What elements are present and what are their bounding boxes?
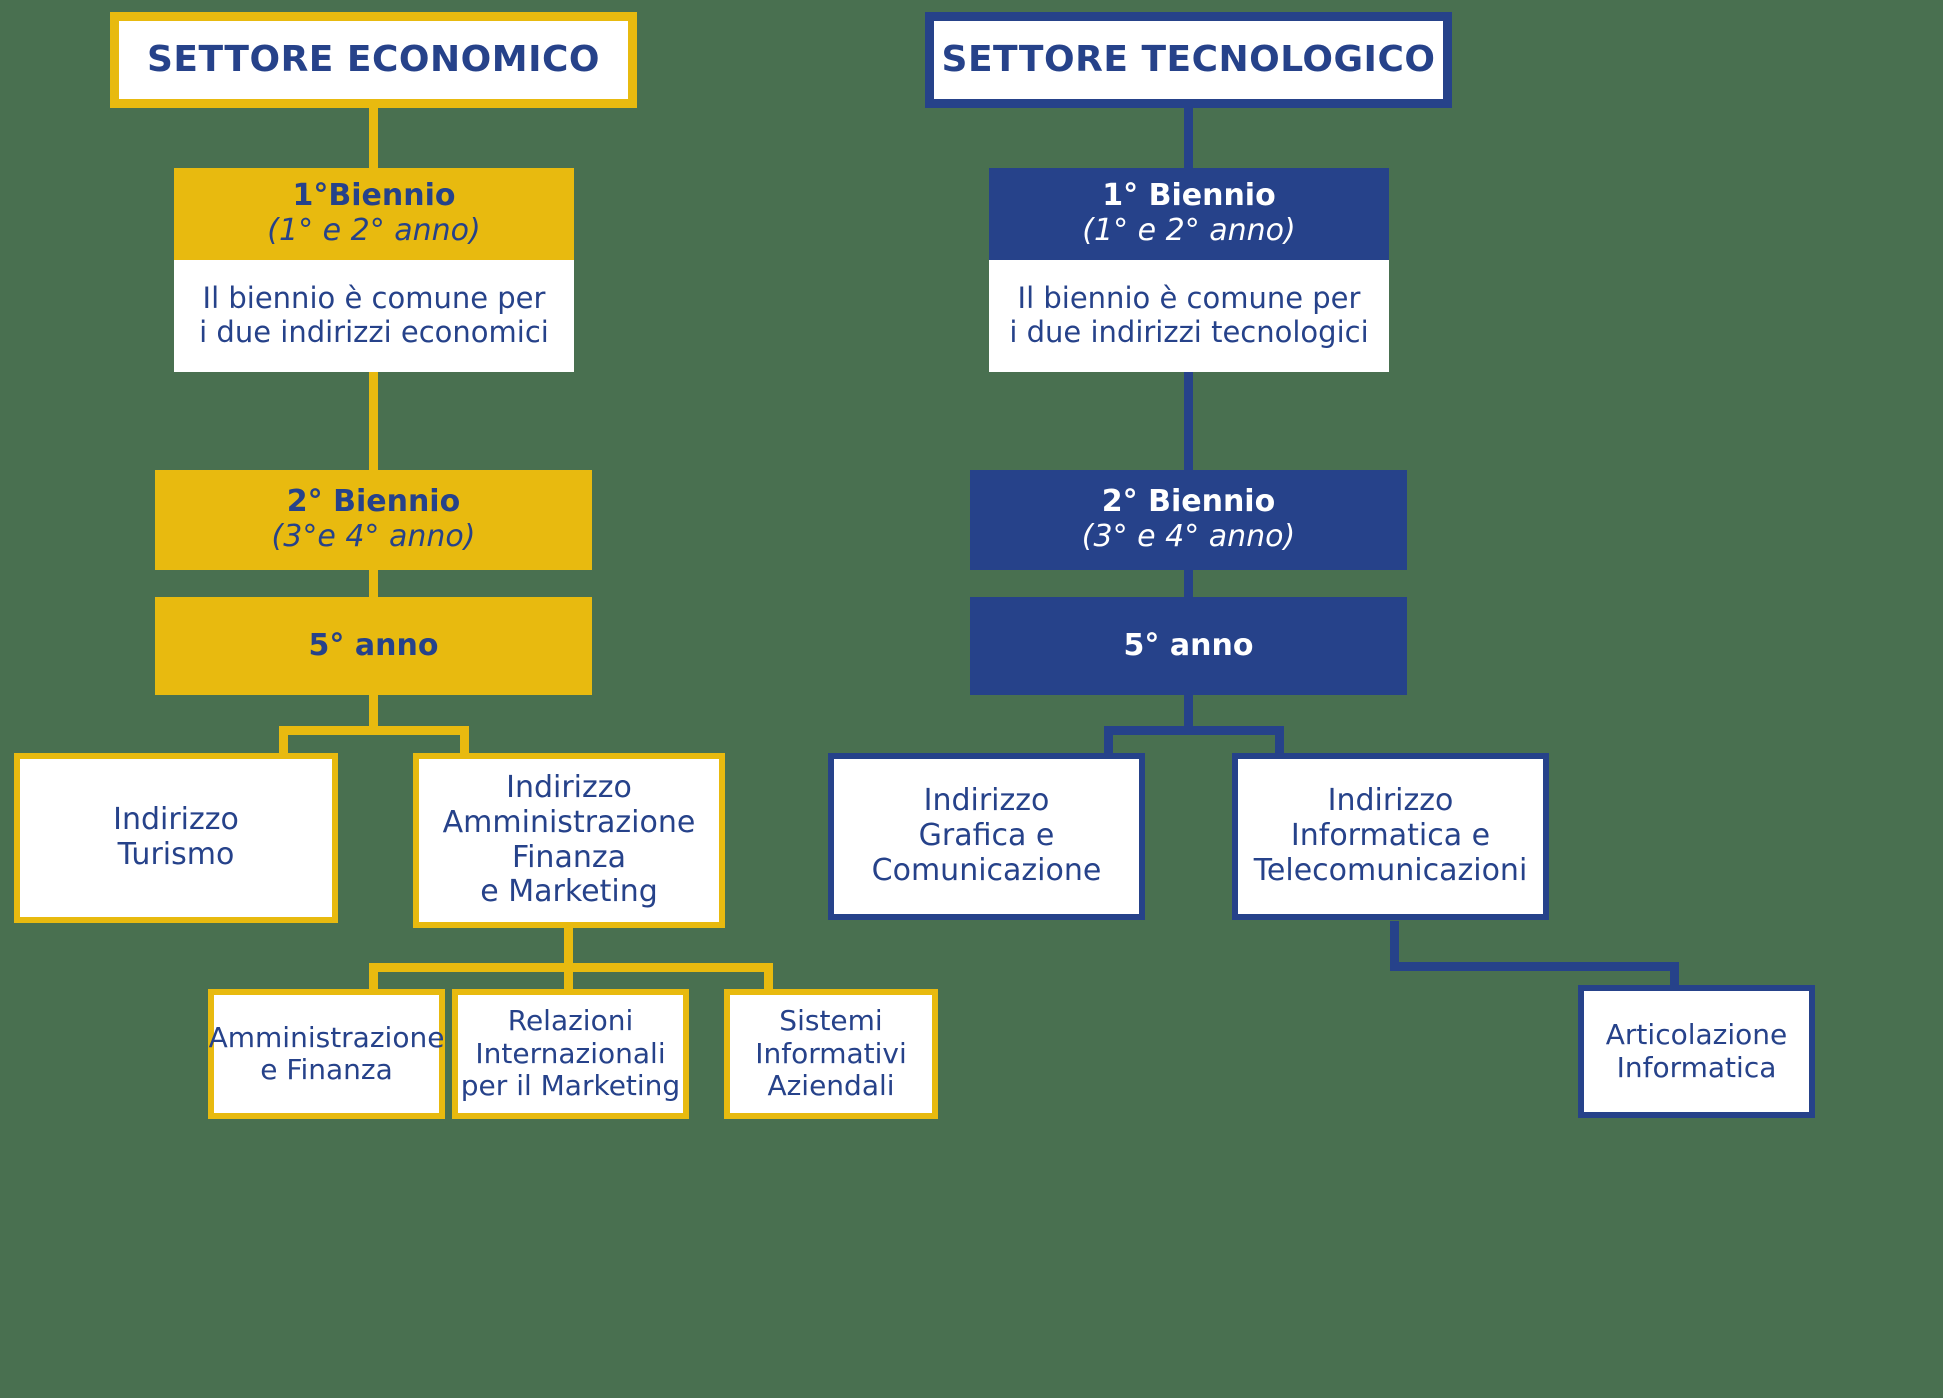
tec-articolazione-informatica-box[interactable]: Articolazione Informatica	[1578, 985, 1815, 1118]
tec-primo-biennio-box[interactable]: 1° Biennio (1° e 2° anno)	[989, 168, 1389, 260]
eco-secondo-biennio-subtitle: (3°e 4° anno)	[271, 519, 476, 554]
tec-grafica-line2: Grafica e	[918, 818, 1055, 854]
eco-biennio-note-line1: Il biennio è comune per	[202, 281, 546, 316]
header-economico-label: SETTORE ECONOMICO	[147, 39, 600, 81]
connector-tec-branch-left-drop	[1104, 726, 1113, 761]
connector-tec-biennio2-to-anno5	[1184, 570, 1193, 598]
header-settore-economico[interactable]: SETTORE ECONOMICO	[110, 12, 637, 108]
eco-articolazione-amministrazione-finanza-box[interactable]: Amministrazione e Finanza	[208, 989, 445, 1119]
connector-tec-articolazione-drop	[1670, 962, 1679, 988]
tec-indirizzo-grafica-box[interactable]: Indirizzo Grafica e Comunicazione	[828, 753, 1145, 920]
eco-art1-line1: Amministrazione	[208, 1020, 445, 1054]
eco-primo-biennio-subtitle: (1° e 2° anno)	[267, 213, 481, 248]
eco-indirizzo-turismo-box[interactable]: Indirizzo Turismo	[14, 753, 338, 923]
tec-biennio-note-line1: Il biennio è comune per	[1017, 281, 1361, 316]
connector-eco-branch-right-drop	[460, 726, 469, 761]
eco-articolazione-relazioni-internazionali-box[interactable]: Relazioni Internazionali per il Marketin…	[452, 989, 689, 1119]
connector-eco-biennio2-to-anno5	[369, 570, 378, 598]
connector-eco-note-to-biennio2	[369, 371, 378, 470]
eco-afm-line2: Amministrazione	[442, 804, 696, 840]
eco-primo-biennio-box[interactable]: 1°Biennio (1° e 2° anno)	[174, 168, 574, 260]
tec-informatica-line2: Informatica e	[1290, 818, 1491, 854]
connector-eco-header-to-biennio1	[369, 104, 378, 170]
tec-secondo-biennio-box[interactable]: 2° Biennio (3° e 4° anno)	[970, 470, 1407, 570]
tec-biennio-note-line2: i due indirizzi tecnologici	[1009, 315, 1369, 349]
eco-art2-line1: Relazioni	[507, 1004, 634, 1038]
tec-primo-biennio-subtitle: (1° e 2° anno)	[1082, 213, 1296, 248]
connector-eco-art3-drop	[764, 963, 773, 996]
eco-art2-line3: per il Marketing	[460, 1069, 681, 1103]
eco-art3-line2: Informativi	[755, 1036, 907, 1070]
tec-art1-line1: Articolazione	[1605, 1018, 1788, 1052]
tec-informatica-line3: Telecomunicazioni	[1253, 852, 1528, 888]
connector-tec-branch-bar	[1104, 726, 1284, 735]
eco-art2-line2: Internazionali	[475, 1036, 666, 1070]
connector-tec-anno5-stem	[1184, 694, 1193, 732]
connector-eco-anno5-stem	[369, 694, 378, 732]
tec-secondo-biennio-title: 2° Biennio	[1101, 484, 1276, 520]
connector-tec-articolazione-bar	[1390, 962, 1679, 971]
eco-art3-line3: Aziendali	[767, 1069, 895, 1103]
connector-eco-branch-left-drop	[279, 726, 288, 761]
connector-eco-art2-drop	[564, 963, 573, 996]
eco-art1-line2: e Finanza	[260, 1053, 393, 1086]
eco-afm-line3: Finanza	[512, 839, 626, 875]
tec-grafica-line3: Comunicazione	[871, 852, 1102, 888]
eco-afm-line4: e Marketing	[480, 874, 658, 910]
tec-grafica-line1: Indirizzo	[923, 783, 1050, 819]
eco-turismo-line1: Indirizzo	[113, 802, 239, 838]
tec-art1-line2: Informatica	[1616, 1050, 1777, 1084]
tec-informatica-line1: Indirizzo	[1327, 783, 1454, 819]
eco-art3-line1: Sistemi	[779, 1004, 883, 1038]
connector-tec-branch-right-drop	[1275, 726, 1284, 761]
tec-quinto-anno-box[interactable]: 5° anno	[970, 597, 1407, 695]
connector-tec-note-to-biennio2	[1184, 371, 1193, 470]
eco-biennio-note: Il biennio è comune per i due indirizzi …	[174, 260, 574, 372]
tec-primo-biennio-title: 1° Biennio	[1102, 178, 1276, 214]
eco-indirizzo-afm-box[interactable]: Indirizzo Amministrazione Finanza e Mark…	[413, 753, 725, 928]
connector-eco-afm-stem	[564, 927, 573, 970]
connector-tec-header-to-biennio1	[1184, 104, 1193, 170]
tec-quinto-anno-label: 5° anno	[1123, 627, 1254, 663]
eco-primo-biennio-title: 1°Biennio	[292, 178, 456, 214]
eco-biennio-note-line2: i due indirizzi economici	[199, 315, 549, 349]
eco-afm-line1: Indirizzo	[506, 769, 632, 805]
connector-eco-art1-drop	[369, 963, 378, 996]
tec-indirizzo-informatica-box[interactable]: Indirizzo Informatica e Telecomunicazion…	[1232, 753, 1549, 920]
header-tecnologico-label: SETTORE TECNOLOGICO	[941, 39, 1436, 81]
eco-turismo-line2: Turismo	[117, 837, 235, 872]
eco-secondo-biennio-box[interactable]: 2° Biennio (3°e 4° anno)	[155, 470, 592, 570]
eco-quinto-anno-label: 5° anno	[308, 627, 439, 663]
connector-tec-informatica-stem	[1390, 921, 1399, 970]
tec-biennio-note: Il biennio è comune per i due indirizzi …	[989, 260, 1389, 372]
eco-secondo-biennio-title: 2° Biennio	[286, 484, 461, 520]
eco-quinto-anno-box[interactable]: 5° anno	[155, 597, 592, 695]
connector-eco-branch-bar	[279, 726, 469, 735]
tec-secondo-biennio-subtitle: (3° e 4° anno)	[1081, 519, 1296, 554]
eco-articolazione-sistemi-informativi-box[interactable]: Sistemi Informativi Aziendali	[724, 989, 938, 1119]
header-settore-tecnologico[interactable]: SETTORE TECNOLOGICO	[925, 12, 1452, 108]
